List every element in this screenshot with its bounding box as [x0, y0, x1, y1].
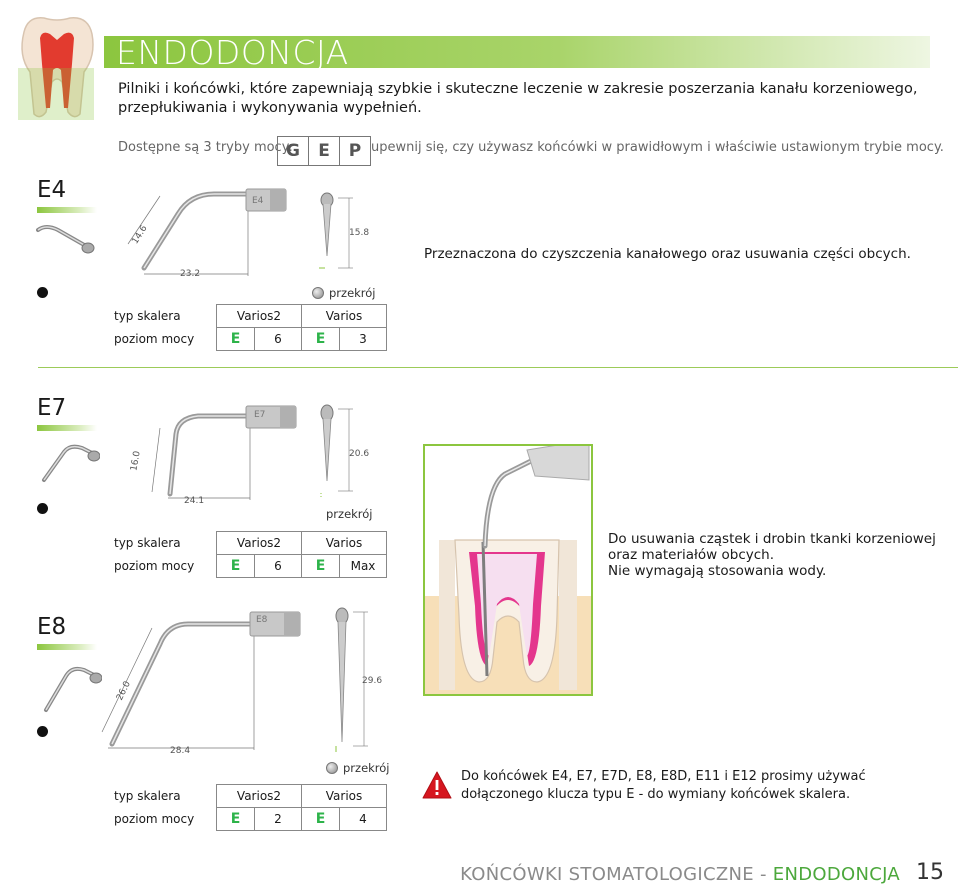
- e8-tip-drawing: [96, 606, 306, 758]
- e8-dim-height: 29.6: [362, 676, 383, 686]
- e8-section-bar: [37, 644, 97, 650]
- e8-spec-table: typ skalera Varios2 Varios poziom mocy E…: [114, 784, 387, 831]
- mode-g: G: [278, 137, 309, 165]
- footer-section: ENDODONCJA: [772, 864, 900, 885]
- tooth-illustration: [423, 444, 593, 696]
- e8-mode-a: E: [216, 807, 255, 831]
- e8-section-drawing: [328, 604, 373, 758]
- warning-line1: Do końcówek E4, E7, E7D, E8, E8D, E11 i …: [461, 769, 866, 784]
- e7-row-scaler-label: typ skalera: [114, 536, 181, 550]
- e7-dim-length: 24.1: [184, 496, 205, 506]
- e7-level-b: Max: [339, 554, 387, 578]
- cross-section-icon: [326, 762, 338, 774]
- e8-section-label-text: przekrój: [343, 761, 390, 775]
- e7-description: Do usuwania cząstek i drobin tkanki korz…: [608, 531, 936, 579]
- warning-text: Do końcówek E4, E7, E7D, E8, E8D, E11 i …: [461, 768, 866, 804]
- e4-description: Przeznaczona do czyszczenia kanałowego o…: [424, 246, 911, 262]
- e4-mode-a: E: [216, 327, 255, 351]
- e8-scaler-b: Varios: [301, 784, 387, 808]
- e4-dim-height: 15.8: [349, 228, 370, 238]
- e8-dim-length: 28.4: [170, 746, 191, 756]
- e4-section-label: E4: [37, 177, 67, 203]
- e8-row-power-label: poziom mocy: [114, 812, 195, 826]
- intro-text: Pilniki i końcówki, które zapewniają szy…: [118, 81, 918, 116]
- e4-spec-table: typ skalera Varios2 Varios poziom mocy E…: [114, 304, 387, 351]
- e8-mode-b: E: [301, 807, 340, 831]
- e7-description-line2: oraz materiałów obcych.: [608, 547, 774, 563]
- page-title: ENDODONCJA: [116, 33, 349, 72]
- separator-e4-e7: [38, 367, 958, 368]
- e8-section-label: E8: [37, 614, 67, 640]
- e4-row-power-label: poziom mocy: [114, 332, 195, 346]
- e4-mode-b: E: [301, 327, 340, 351]
- footer-title: KOŃCÓWKI STOMATOLOGICZNE - ENDODONCJA: [460, 864, 900, 885]
- e4-tip-thumbnail: [36, 218, 98, 264]
- e7-section-bar: [37, 425, 97, 431]
- e7-row-power-label: poziom mocy: [114, 559, 195, 573]
- e7-level-a: 6: [254, 554, 302, 578]
- e8-bullet: [37, 726, 48, 737]
- e7-section-marker: przekrój: [326, 507, 373, 521]
- e8-row-scaler-label: typ skalera: [114, 789, 181, 803]
- warning-triangle-icon: [421, 770, 453, 804]
- e7-dim-height: 20.6: [349, 449, 370, 459]
- e4-scaler-a: Varios2: [216, 304, 302, 328]
- e4-section-bar: [37, 207, 97, 213]
- e7-description-line3: Nie wymagają stosowania wody.: [608, 563, 827, 579]
- mode-p: P: [348, 141, 362, 161]
- e4-tip-label: E4: [252, 196, 264, 206]
- mode-e: E: [309, 137, 340, 165]
- e8-tip-label: E8: [256, 615, 268, 625]
- e7-scaler-b: Varios: [301, 531, 387, 555]
- e4-row-scaler-label: typ skalera: [114, 309, 181, 323]
- e4-tip-drawing: [110, 186, 370, 290]
- e8-section-marker: przekrój: [326, 761, 390, 775]
- e7-bullet: [37, 503, 48, 514]
- e7-spec-table: typ skalera Varios2 Varios poziom mocy E…: [114, 531, 387, 578]
- cross-section-icon: [312, 287, 324, 299]
- e7-description-line1: Do usuwania cząstek i drobin tkanki korz…: [608, 531, 936, 547]
- e7-section-label-text: przekrój: [326, 507, 373, 521]
- e8-tip-thumbnail: [40, 660, 103, 718]
- e8-level-b: 4: [339, 807, 387, 831]
- e8-scaler-a: Varios2: [216, 784, 302, 808]
- e7-tip-drawing: [110, 400, 360, 504]
- e4-section-drawing: [313, 192, 358, 276]
- e7-section-label: E7: [37, 395, 67, 421]
- e7-mode-a: E: [216, 554, 255, 578]
- footer-category: KOŃCÓWKI STOMATOLOGICZNE -: [460, 864, 773, 885]
- power-modes-box: G E P: [277, 136, 371, 166]
- warning-line2: dołączonego klucza typu E - do wymiany k…: [461, 787, 851, 802]
- e4-section-marker: przekrój: [312, 286, 376, 300]
- tooth-logo: [14, 12, 100, 122]
- modes-label: Dostępne są 3 tryby mocy:: [118, 140, 293, 155]
- e4-dim-length: 23.2: [180, 269, 201, 279]
- title-bar: [104, 36, 930, 68]
- e7-scaler-a: Varios2: [216, 531, 302, 555]
- e8-level-a: 2: [254, 807, 302, 831]
- e7-tip-label: E7: [254, 410, 266, 420]
- e7-mode-b: E: [301, 554, 340, 578]
- e4-scaler-b: Varios: [301, 304, 387, 328]
- e4-level-a: 6: [254, 327, 302, 351]
- modes-note: upewnij się, czy używasz końcówki w praw…: [371, 140, 944, 155]
- page-number: 15: [916, 860, 944, 885]
- e7-tip-thumbnail: [38, 440, 101, 490]
- e4-bullet: [37, 287, 48, 298]
- e4-section-label-text: przekrój: [329, 286, 376, 300]
- e7-section-drawing: [313, 403, 358, 503]
- e4-level-b: 3: [339, 327, 387, 351]
